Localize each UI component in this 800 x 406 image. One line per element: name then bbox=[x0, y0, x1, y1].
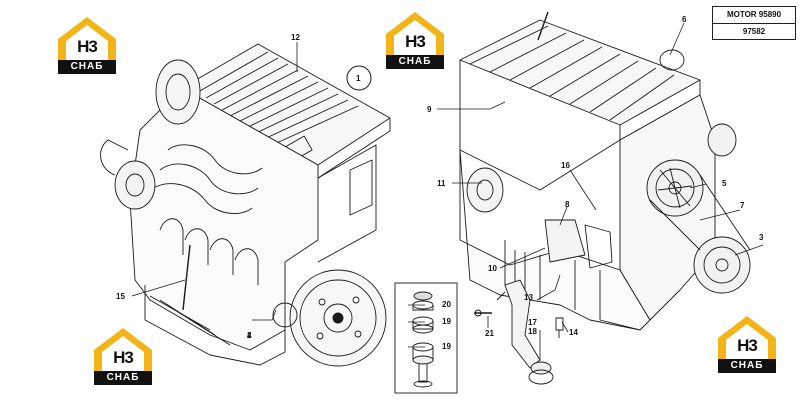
callout-10: 10 bbox=[488, 264, 497, 273]
callout-17: 17 bbox=[528, 318, 537, 327]
logo-letters: H3 bbox=[737, 336, 758, 355]
callout-15: 15 bbox=[116, 292, 125, 301]
logo-word: СНАБ bbox=[94, 371, 152, 385]
logo-emblem-icon bbox=[386, 12, 444, 56]
callout-13: 13 bbox=[524, 293, 533, 302]
callout-20: 20 bbox=[442, 300, 451, 309]
logo-emblem-icon bbox=[58, 17, 116, 61]
logo-word: СНАБ bbox=[718, 359, 776, 373]
logo-letters: H3 bbox=[405, 32, 426, 51]
logo-emblem-icon bbox=[94, 328, 152, 372]
logo-emblem-icon bbox=[718, 316, 776, 360]
logo-top-center: H3 СНАБ bbox=[382, 10, 448, 70]
logo-letters: H3 bbox=[113, 348, 134, 367]
callout-19b: 19 bbox=[442, 342, 451, 351]
callout-19a: 19 bbox=[442, 317, 451, 326]
view-number-circle bbox=[346, 65, 372, 91]
logo-word: СНАБ bbox=[58, 60, 116, 74]
callout-2: 2 bbox=[247, 331, 252, 340]
callout-9: 9 bbox=[427, 105, 432, 114]
logo-bottom-left: H3 СНАБ bbox=[90, 326, 156, 386]
callout-4: 4 bbox=[247, 331, 252, 340]
callout-18: 18 bbox=[528, 327, 537, 336]
engine-right-view-illustration bbox=[459, 11, 751, 331]
logo-top-left: H3 СНАБ bbox=[54, 15, 120, 75]
model-label: MOTOR 95890 bbox=[726, 10, 782, 19]
callout-7: 7 bbox=[740, 201, 745, 210]
bracket-illustration bbox=[474, 279, 564, 385]
engine-left-view-illustration bbox=[100, 43, 391, 367]
logo-bottom-right: H3 СНАБ bbox=[714, 314, 780, 374]
callout-16: 16 bbox=[561, 161, 570, 170]
drawing-code: 97582 bbox=[713, 23, 795, 40]
callout-8: 8 bbox=[565, 200, 570, 209]
callout-14: 14 bbox=[569, 328, 578, 337]
logo-letters: H3 bbox=[77, 37, 98, 56]
callout-21: 21 bbox=[485, 329, 494, 338]
callout-11: 11 bbox=[437, 179, 446, 188]
callout-3: 3 bbox=[759, 233, 764, 242]
callout-1: 1 bbox=[356, 74, 361, 83]
callout-12: 12 bbox=[291, 33, 300, 42]
callout-labels: 1 2 3 4 5 6 7 8 9 10 11 12 13 14 15 16 1… bbox=[116, 15, 764, 351]
callout-6: 6 bbox=[682, 15, 687, 24]
logo-word: СНАБ bbox=[386, 55, 444, 69]
callout-5: 5 bbox=[722, 179, 727, 188]
leader-lines bbox=[131, 22, 764, 360]
title-block: MOTOR 95890 97582 bbox=[712, 6, 796, 40]
